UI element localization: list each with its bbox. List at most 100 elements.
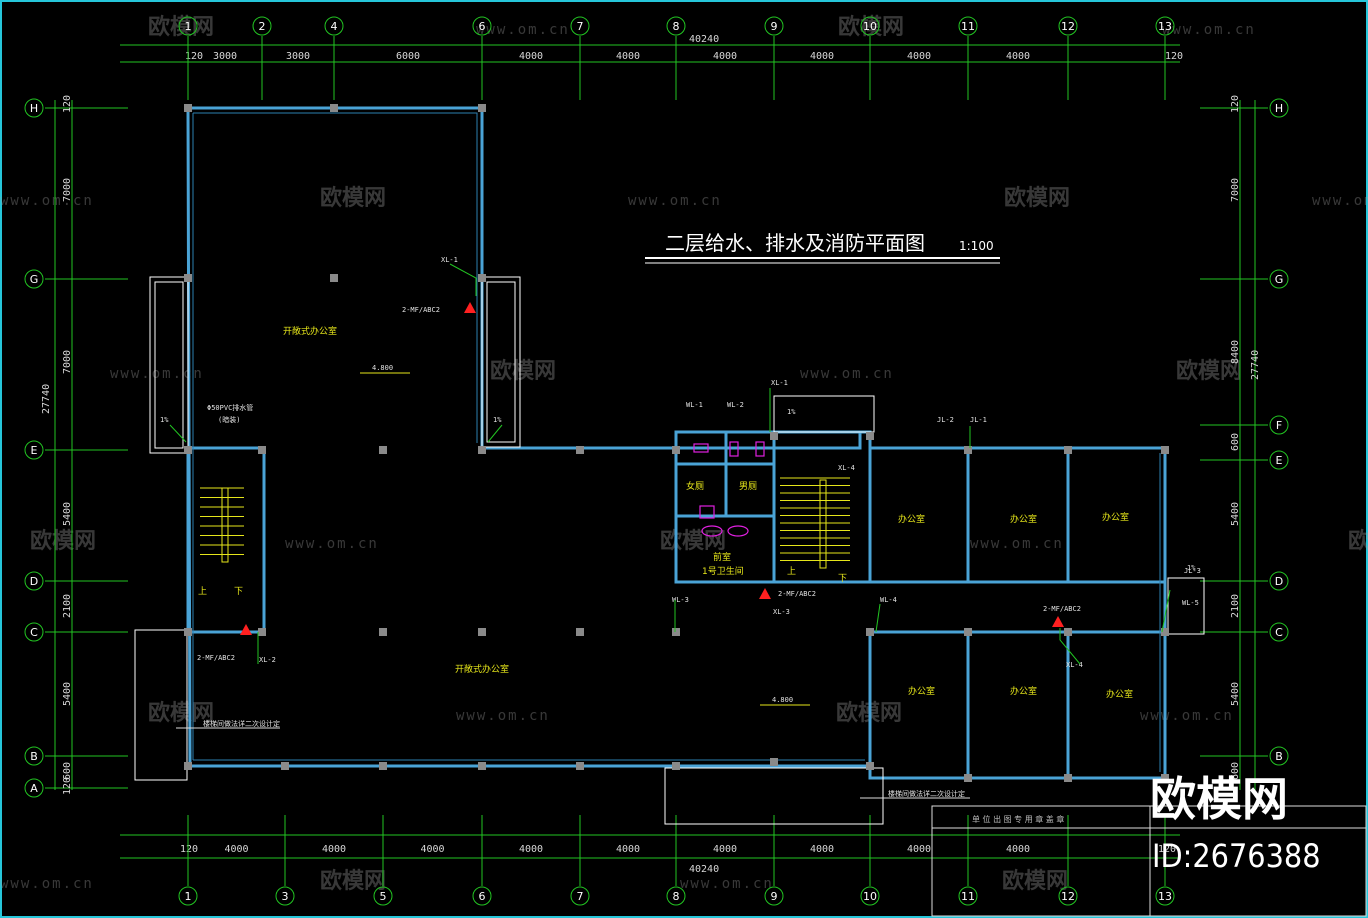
drawing-scale: 1:100: [959, 239, 994, 253]
watermark-brand-2: 欧模网: [490, 358, 556, 384]
axis-circle-top-6: [472, 16, 492, 36]
column-4: [478, 274, 486, 282]
watermark-url-4: www.om.cn: [110, 366, 204, 382]
fixtures: [693, 441, 765, 537]
dim-left-2: 7000: [62, 350, 73, 374]
watermark-url-0: www.om.cn: [476, 22, 570, 38]
axis-label-right-C: C: [1275, 626, 1283, 639]
axis-circle-right-G: [1269, 269, 1289, 289]
elev-lower: 4.800: [772, 696, 793, 704]
column-19: [379, 628, 387, 636]
room-office-4: 办公室: [908, 685, 935, 697]
dim-bottom-9: 4000: [1006, 844, 1030, 855]
watermark-layer: 欧模网欧模网欧模网欧模网欧模网欧模网欧模网欧模网欧模网欧模网欧模网欧模网欧模网w…: [0, 14, 1368, 894]
column-5: [330, 274, 338, 282]
column-33: [770, 758, 778, 766]
axis-label-top-9: 9: [771, 20, 778, 33]
columns: [184, 104, 1169, 782]
stairs: [200, 477, 850, 569]
watermark-brand-6: 欧模网: [1176, 358, 1242, 384]
room-open-office-lower: 开敞式办公室: [455, 663, 509, 675]
room-open-office-upper: 开敞式办公室: [283, 325, 337, 337]
axis-circle-right-B: [1269, 746, 1289, 766]
dim-bottom-7: 4000: [810, 844, 834, 855]
dim-top-9: 4000: [1006, 51, 1030, 62]
dim-left-4: 2100: [62, 594, 73, 618]
axis-circle-bottom-9: [764, 886, 784, 906]
watermark-url-9: www.om.cn: [1140, 708, 1234, 724]
watermark-url-2: www.om.cn: [628, 193, 722, 209]
column-29: [379, 762, 387, 770]
dim-bottom-10: 120: [1158, 844, 1176, 855]
axis-label-bottom-8: 8: [673, 890, 680, 903]
column-32: [672, 762, 680, 770]
axis-label-bottom-9: 9: [771, 890, 778, 903]
watermark-brand-4: 欧模网: [838, 14, 904, 40]
room-washroom: 前室: [713, 551, 731, 563]
axis-label-bottom-11: 11: [961, 890, 975, 903]
axis-label-left-A: A: [30, 782, 38, 795]
stair-up-left: 上: [198, 586, 207, 597]
balconies: [134, 276, 1205, 825]
axis-circle-right-C: [1269, 622, 1289, 642]
elev-upper: 4.800: [372, 364, 393, 372]
watermark-brand-8: 欧模网: [148, 700, 214, 726]
total-width-top: 40240: [689, 34, 719, 45]
room-office-3: 办公室: [1102, 511, 1129, 523]
axis-circle-left-B: [24, 746, 44, 766]
column-15: [1064, 446, 1072, 454]
axis-circle-left-E: [24, 440, 44, 460]
tag-xl3: XL-3: [773, 608, 790, 616]
dim-top-10: 120: [1165, 51, 1183, 62]
column-17: [184, 628, 192, 636]
tag-ext-4: 2-MF/ABC2: [1043, 605, 1081, 613]
room-office-2: 办公室: [1010, 513, 1037, 525]
axis-circle-left-A: [24, 778, 44, 798]
watermark-url-8: www.om.cn: [456, 708, 550, 724]
axis-label-top-11: 11: [961, 20, 975, 33]
dim-left-6: 600: [62, 762, 73, 780]
axis-label-left-G: G: [30, 273, 39, 286]
watermark-url-3: www.om.cn: [1312, 193, 1368, 209]
column-9: [379, 446, 387, 454]
axis-label-bottom-7: 7: [577, 890, 584, 903]
column-24: [964, 628, 972, 636]
dim-top-7: 4000: [810, 51, 834, 62]
axis-circle-bottom-1: [178, 886, 198, 906]
watermark-brand-1: 欧模网: [320, 185, 386, 211]
axis-circle-left-D: [24, 571, 44, 591]
dim-top-0: 120: [185, 51, 203, 62]
slope-1: 1%: [160, 416, 169, 424]
column-7: [258, 446, 266, 454]
column-26: [1161, 628, 1169, 636]
axis-label-top-10: 10: [863, 20, 877, 33]
column-18: [258, 628, 266, 636]
axis-label-right-D: D: [1275, 575, 1283, 588]
watermark-url-10: www.om.cn: [0, 193, 94, 209]
dim-right-4: 5400: [1230, 502, 1241, 526]
column-36: [1064, 774, 1072, 782]
dim-bottom-5: 4000: [616, 844, 640, 855]
stair-down-left: 下: [234, 587, 243, 597]
watermark-url-5: www.om.cn: [800, 366, 894, 382]
axis-circle-bottom-7: [570, 886, 590, 906]
axis-label-left-C: C: [30, 626, 38, 639]
room-men-wc: 男厕: [739, 481, 757, 492]
title-block: [931, 805, 1367, 917]
dim-top-1: 3000: [213, 51, 237, 62]
brand-logo-text: 欧模网: [1150, 772, 1288, 826]
axis-label-top-7: 7: [577, 20, 584, 33]
dim-bottom-3: 4000: [421, 844, 445, 855]
axis-circle-top-13: [1155, 16, 1175, 36]
axis-circle-top-10: [860, 16, 880, 36]
axis-label-top-13: 13: [1158, 20, 1172, 33]
axis-circle-bottom-5: [373, 886, 393, 906]
column-37: [1161, 774, 1169, 782]
axis-circle-top-2: [252, 16, 272, 36]
axis-circle-top-1: [178, 16, 198, 36]
dim-bottom-4: 4000: [519, 844, 543, 855]
axis-label-right-G: G: [1275, 273, 1284, 286]
